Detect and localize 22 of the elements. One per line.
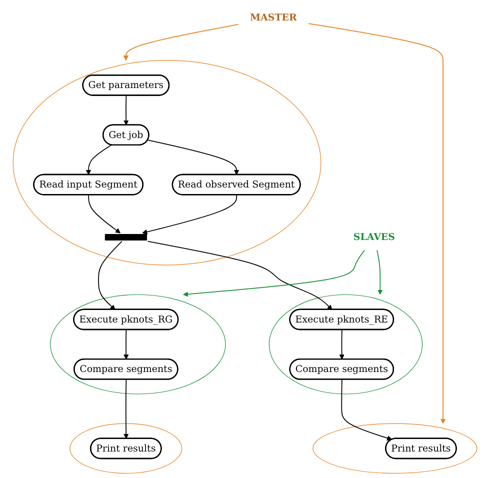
arrow (308, 23, 446, 424)
arrow (123, 24, 239, 61)
cluster (70, 423, 182, 474)
arrow (147, 240, 332, 310)
arrow (124, 95, 129, 126)
arrow (98, 240, 122, 310)
cluster (312, 423, 478, 474)
arrow (376, 250, 383, 295)
arrow (142, 194, 238, 234)
arrow (86, 144, 112, 176)
arrow (339, 329, 344, 360)
arrow (124, 329, 129, 360)
cluster (50, 294, 226, 394)
arrow (341, 379, 392, 441)
arrow (182, 250, 365, 297)
node-text: SLAVES (353, 231, 395, 243)
node-text: MASTER (250, 12, 297, 24)
cluster (12, 60, 322, 266)
arrow (88, 194, 121, 234)
arrow (124, 379, 129, 439)
arrow (147, 140, 240, 176)
cluster (268, 294, 423, 394)
